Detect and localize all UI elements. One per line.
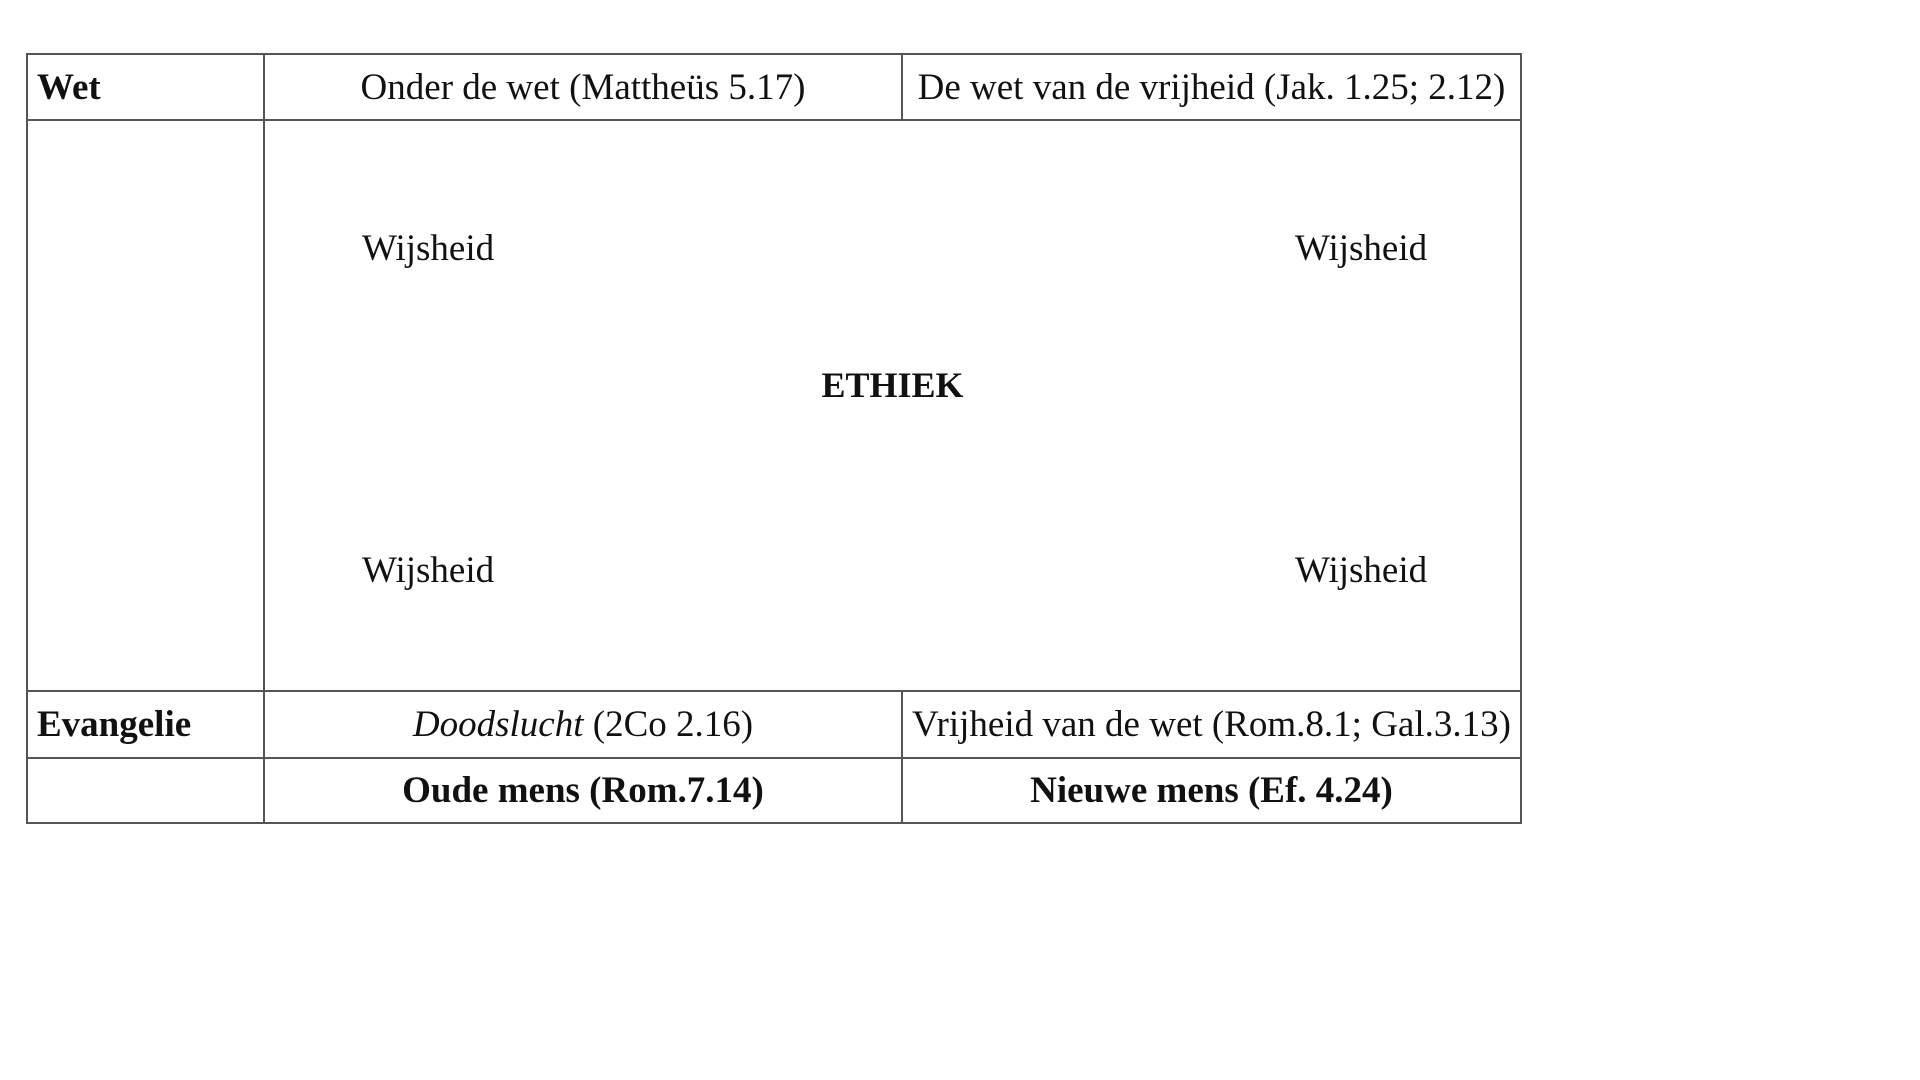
wisdom-bottom-left: Wijsheid (362, 550, 495, 591)
cell-footer-new: Nieuwe mens (Ef. 4.24) (903, 759, 1520, 822)
wisdom-bottom-right: Wijsheid (1295, 550, 1428, 591)
row-label-empty-middle (28, 121, 265, 692)
row-label-evangelie: Evangelie (28, 692, 265, 759)
wisdom-top-right: Wijsheid (1295, 228, 1428, 269)
cell-footer-new-text: Nieuwe mens (Ef. 4.24) (1030, 770, 1393, 811)
cell-evangelie-old: Doodslucht (2Co 2.16) (265, 692, 903, 759)
cell-footer-old: Oude mens (Rom.7.14) (265, 759, 903, 822)
row-label-evangelie-text: Evangelie (37, 704, 192, 745)
ethics-table: Wet Onder de wet (Mattheüs 5.17) De wet … (26, 53, 1522, 824)
wisdom-top-left: Wijsheid (362, 228, 495, 269)
row-label-empty-footer (28, 759, 265, 822)
cell-wet-old: Onder de wet (Mattheüs 5.17) (265, 55, 903, 121)
cell-evangelie-new: Vrijheid van de wet (Rom.8.1; Gal.3.13) (903, 692, 1520, 759)
cell-evangelie-new-text: Vrijheid van de wet (Rom.8.1; Gal.3.13) (912, 704, 1511, 745)
cell-evangelie-old-italic: Doodslucht (412, 704, 584, 745)
cell-wet-new-text: De wet van de vrijheid (Jak. 1.25; 2.12) (917, 66, 1506, 108)
row-label-wet: Wet (28, 55, 265, 121)
ethics-center-label: ETHIEK (821, 365, 964, 405)
cell-wet-new: De wet van de vrijheid (Jak. 1.25; 2.12) (903, 55, 1520, 121)
cell-evangelie-old-ref: (2Co 2.16) (583, 704, 754, 745)
cell-wet-old-text: Onder de wet (Mattheüs 5.17) (360, 66, 806, 108)
row-label-wet-text: Wet (37, 66, 101, 108)
ethics-middle-area: Wijsheid Wijsheid ETHIEK Wijsheid Wijshe… (265, 121, 1520, 692)
cell-footer-old-text: Oude mens (Rom.7.14) (402, 770, 764, 811)
